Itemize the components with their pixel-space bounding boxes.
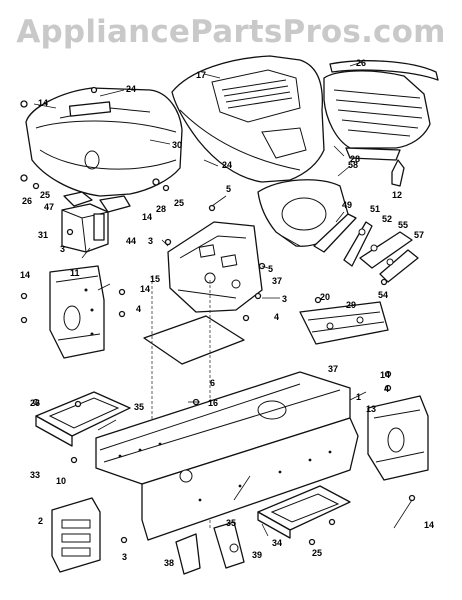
- right-footrest: [257, 485, 351, 539]
- callout-14b: 14: [142, 212, 152, 222]
- callout-24a: 24: [126, 84, 136, 94]
- callout-31: 31: [38, 230, 48, 240]
- callout-16: 16: [208, 398, 218, 408]
- callout-3d: 3: [122, 552, 127, 562]
- callout-14c: 14: [20, 270, 30, 280]
- callout-5b: 5: [268, 264, 273, 274]
- callout-1: 1: [356, 392, 361, 402]
- callout-30: 30: [172, 140, 182, 150]
- callout-38: 38: [164, 558, 174, 568]
- callout-25a: 25: [40, 190, 50, 200]
- hardware-fasteners: [20, 86, 416, 546]
- callout-44: 44: [126, 236, 136, 246]
- callout-28b: 28: [156, 204, 166, 214]
- callout-26b: 26: [22, 196, 32, 206]
- callout-57: 57: [414, 230, 424, 240]
- front-bumper-panel: [51, 497, 101, 573]
- callout-26c: 26: [30, 398, 40, 408]
- callout-51: 51: [370, 204, 380, 214]
- callout-2: 2: [38, 516, 43, 526]
- callout-4c: 4: [384, 384, 389, 394]
- callout-3b: 3: [148, 236, 153, 246]
- callout-39: 39: [252, 550, 262, 560]
- callout-49: 49: [342, 200, 352, 210]
- clip-12: [391, 159, 405, 187]
- lower-brackets: [175, 521, 245, 575]
- hood: [171, 55, 325, 183]
- dash-panel-plate: [167, 221, 263, 313]
- left-footrest: [35, 391, 131, 447]
- callout-35: 35: [134, 402, 144, 412]
- callout-13: 13: [366, 404, 376, 414]
- heat-shield: [257, 179, 349, 247]
- callout-37: 37: [272, 276, 282, 286]
- callout-4b: 4: [274, 312, 279, 322]
- callout-3a: 3: [60, 244, 65, 254]
- watermark: AppliancePartsPros.com: [16, 14, 446, 50]
- callout-33: 33: [30, 470, 40, 480]
- callout-10: 10: [56, 476, 66, 486]
- callout-14e: 14: [380, 370, 390, 380]
- callout-20: 20: [320, 292, 330, 302]
- callout-5: 5: [226, 184, 231, 194]
- callout-3c: 3: [282, 294, 287, 304]
- grille: [323, 60, 439, 161]
- callout-54: 54: [378, 290, 388, 300]
- callout-52: 52: [382, 214, 392, 224]
- callout-29: 29: [346, 300, 356, 310]
- callout-14d: 14: [140, 284, 150, 294]
- callout-6: 6: [210, 378, 215, 388]
- pedal-bracket-plate: [299, 301, 389, 345]
- callout-labels: 14 24 17 26 28 30 25 26 24 58 12 47 14 2…: [20, 58, 434, 568]
- callout-25c: 25: [312, 548, 322, 558]
- callout-11: 11: [70, 268, 80, 278]
- callout-24b: 24: [222, 160, 232, 170]
- left-side-panel: [49, 265, 105, 359]
- callout-15: 15: [150, 274, 160, 284]
- steering-bracket: [61, 191, 131, 253]
- callout-55: 55: [398, 220, 408, 230]
- dash-panel-cover: [25, 87, 183, 197]
- callout-28: 28: [350, 154, 360, 164]
- callout-34: 34: [272, 538, 282, 548]
- steering-linkage: [313, 213, 419, 283]
- main-frame: [95, 371, 359, 541]
- callout-26: 26: [356, 58, 366, 68]
- right-side-panel: [367, 395, 429, 481]
- callout-58: 58: [348, 160, 358, 170]
- callout-47: 47: [44, 202, 54, 212]
- callout-14f: 14: [424, 520, 434, 530]
- leader-lines: [33, 61, 413, 537]
- callout-14a: 14: [38, 98, 48, 108]
- callout-37b: 37: [328, 364, 338, 374]
- callout-35b: 35: [226, 518, 236, 528]
- callout-4a: 4: [136, 304, 141, 314]
- callout-25b: 25: [174, 198, 184, 208]
- callout-17: 17: [196, 70, 206, 80]
- callout-12: 12: [392, 190, 402, 200]
